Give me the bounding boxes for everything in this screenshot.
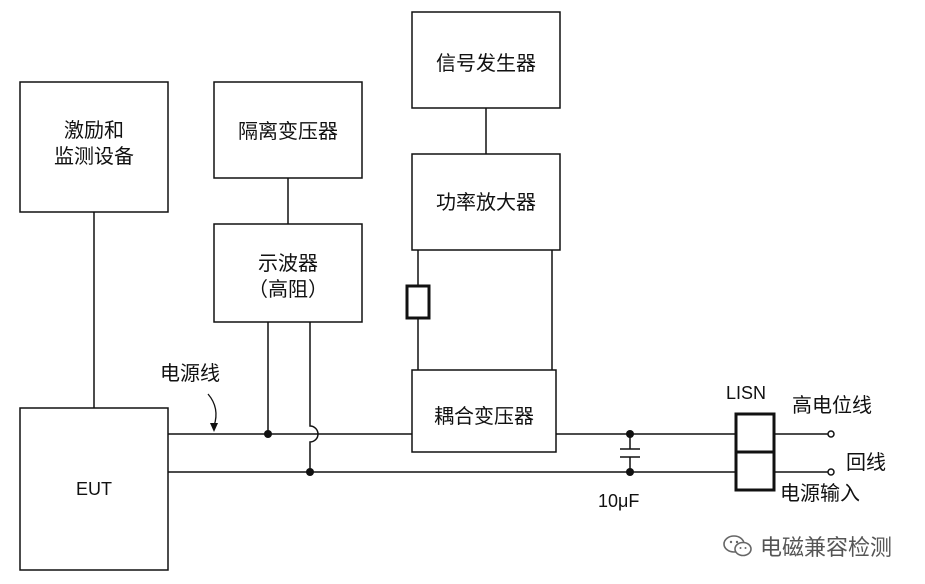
lisn-label: LISN	[726, 383, 767, 403]
coupling-box	[411, 369, 557, 453]
coupling-label: 耦合变压器	[434, 404, 534, 428]
watermark-text: 电磁兼容检测	[760, 536, 893, 561]
scope-label: 示波器 （高阻）	[214, 250, 362, 302]
junction-dot	[306, 468, 314, 476]
power-input-label: 电源输入	[780, 481, 860, 505]
resistor	[405, 284, 431, 320]
power-line-label: 电源线	[160, 361, 220, 385]
scope-probe-2-with-hop	[309, 322, 319, 472]
scope-label-line2: （高阻）	[248, 277, 328, 301]
arrowhead	[210, 423, 218, 432]
watermark: 电磁兼容检测	[722, 530, 892, 562]
junction-dot	[626, 468, 634, 476]
junction-dot	[264, 430, 272, 438]
return-line-label: 回线	[846, 450, 886, 474]
stimulus-label-line1: 激励和	[64, 118, 124, 142]
stimulus-label: 激励和 监测设备	[20, 117, 168, 169]
scope-label-line1: 示波器	[258, 251, 318, 275]
terminal-return	[827, 468, 835, 476]
stimulus-label-line2: 监测设备	[54, 144, 134, 168]
capacitor-label: 10μF	[598, 491, 640, 511]
lisn-box-bottom	[734, 450, 776, 492]
lisn-box-top	[734, 412, 776, 454]
amp-label: 功率放大器	[436, 190, 536, 214]
power-line-arrow	[207, 393, 217, 427]
eut-label: EUT	[76, 479, 112, 499]
isolation-label: 隔离变压器	[238, 119, 338, 143]
hv-line-label: 高电位线	[792, 393, 872, 417]
terminal-hv	[827, 430, 835, 438]
junction-dot	[626, 430, 634, 438]
siggen-label: 信号发生器	[436, 51, 536, 75]
wechat-icon	[723, 535, 752, 557]
